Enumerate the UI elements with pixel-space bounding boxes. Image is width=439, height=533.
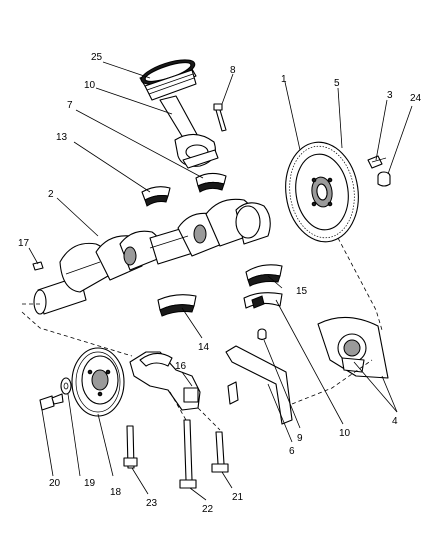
callout-16: 16	[175, 361, 187, 372]
damper-washer	[60, 377, 72, 395]
callout-24: 24	[410, 93, 422, 104]
crank-key	[32, 261, 44, 271]
callout-3: 3	[387, 90, 393, 101]
leader-lines	[28, 61, 413, 501]
dowel-pin	[257, 328, 267, 341]
callout-21: 21	[232, 492, 244, 503]
callout-20: 20	[49, 478, 61, 489]
flywheel	[285, 141, 359, 243]
callout-25: 25	[91, 52, 103, 63]
callout-15: 15	[296, 286, 308, 297]
alignment-lines	[21, 237, 383, 431]
main-bearing-upper	[245, 264, 283, 287]
callout-6: 6	[289, 446, 295, 457]
rod-bearing-lower	[141, 186, 171, 207]
cap-stud	[123, 425, 138, 469]
callout-13: 13	[56, 132, 68, 143]
callout-4: 4	[392, 416, 398, 427]
thrust-bearing	[243, 292, 283, 309]
callout-8: 8	[230, 65, 236, 76]
callout-22: 22	[202, 504, 214, 515]
callout-10-rod: 10	[84, 80, 96, 91]
rear-seal-retainer	[317, 316, 389, 379]
vibration-damper	[71, 347, 125, 417]
callout-7: 7	[67, 100, 73, 111]
callout-2: 2	[48, 189, 54, 200]
damper-bolt	[39, 393, 64, 411]
callout-5: 5	[334, 78, 340, 89]
connecting-rod	[159, 95, 219, 169]
flywheel-bolt	[367, 155, 387, 169]
crankshaft	[33, 198, 271, 315]
callout-1: 1	[281, 74, 287, 85]
callout-23: 23	[146, 498, 158, 509]
rod-bearing-upper	[195, 172, 227, 193]
callout-14: 14	[198, 342, 210, 353]
piston	[139, 59, 197, 101]
pilot-bushing	[377, 171, 391, 187]
callout-9: 9	[297, 433, 303, 444]
callout-labels: 25 10 8 7 13 2 1 5 3 24 17 15 14 10 9 6 …	[18, 52, 422, 515]
main-bearing-lower	[157, 294, 197, 317]
cap-bolt-long	[179, 419, 197, 489]
main-bearing-cap	[129, 351, 201, 411]
callout-10-main: 10	[339, 428, 351, 439]
cap-bolt-side	[211, 431, 229, 473]
callout-17: 17	[18, 238, 30, 249]
rod-bolt	[213, 103, 227, 132]
oil-pan-gasket-seal	[225, 345, 293, 425]
callout-19: 19	[84, 478, 96, 489]
callout-18: 18	[110, 487, 122, 498]
